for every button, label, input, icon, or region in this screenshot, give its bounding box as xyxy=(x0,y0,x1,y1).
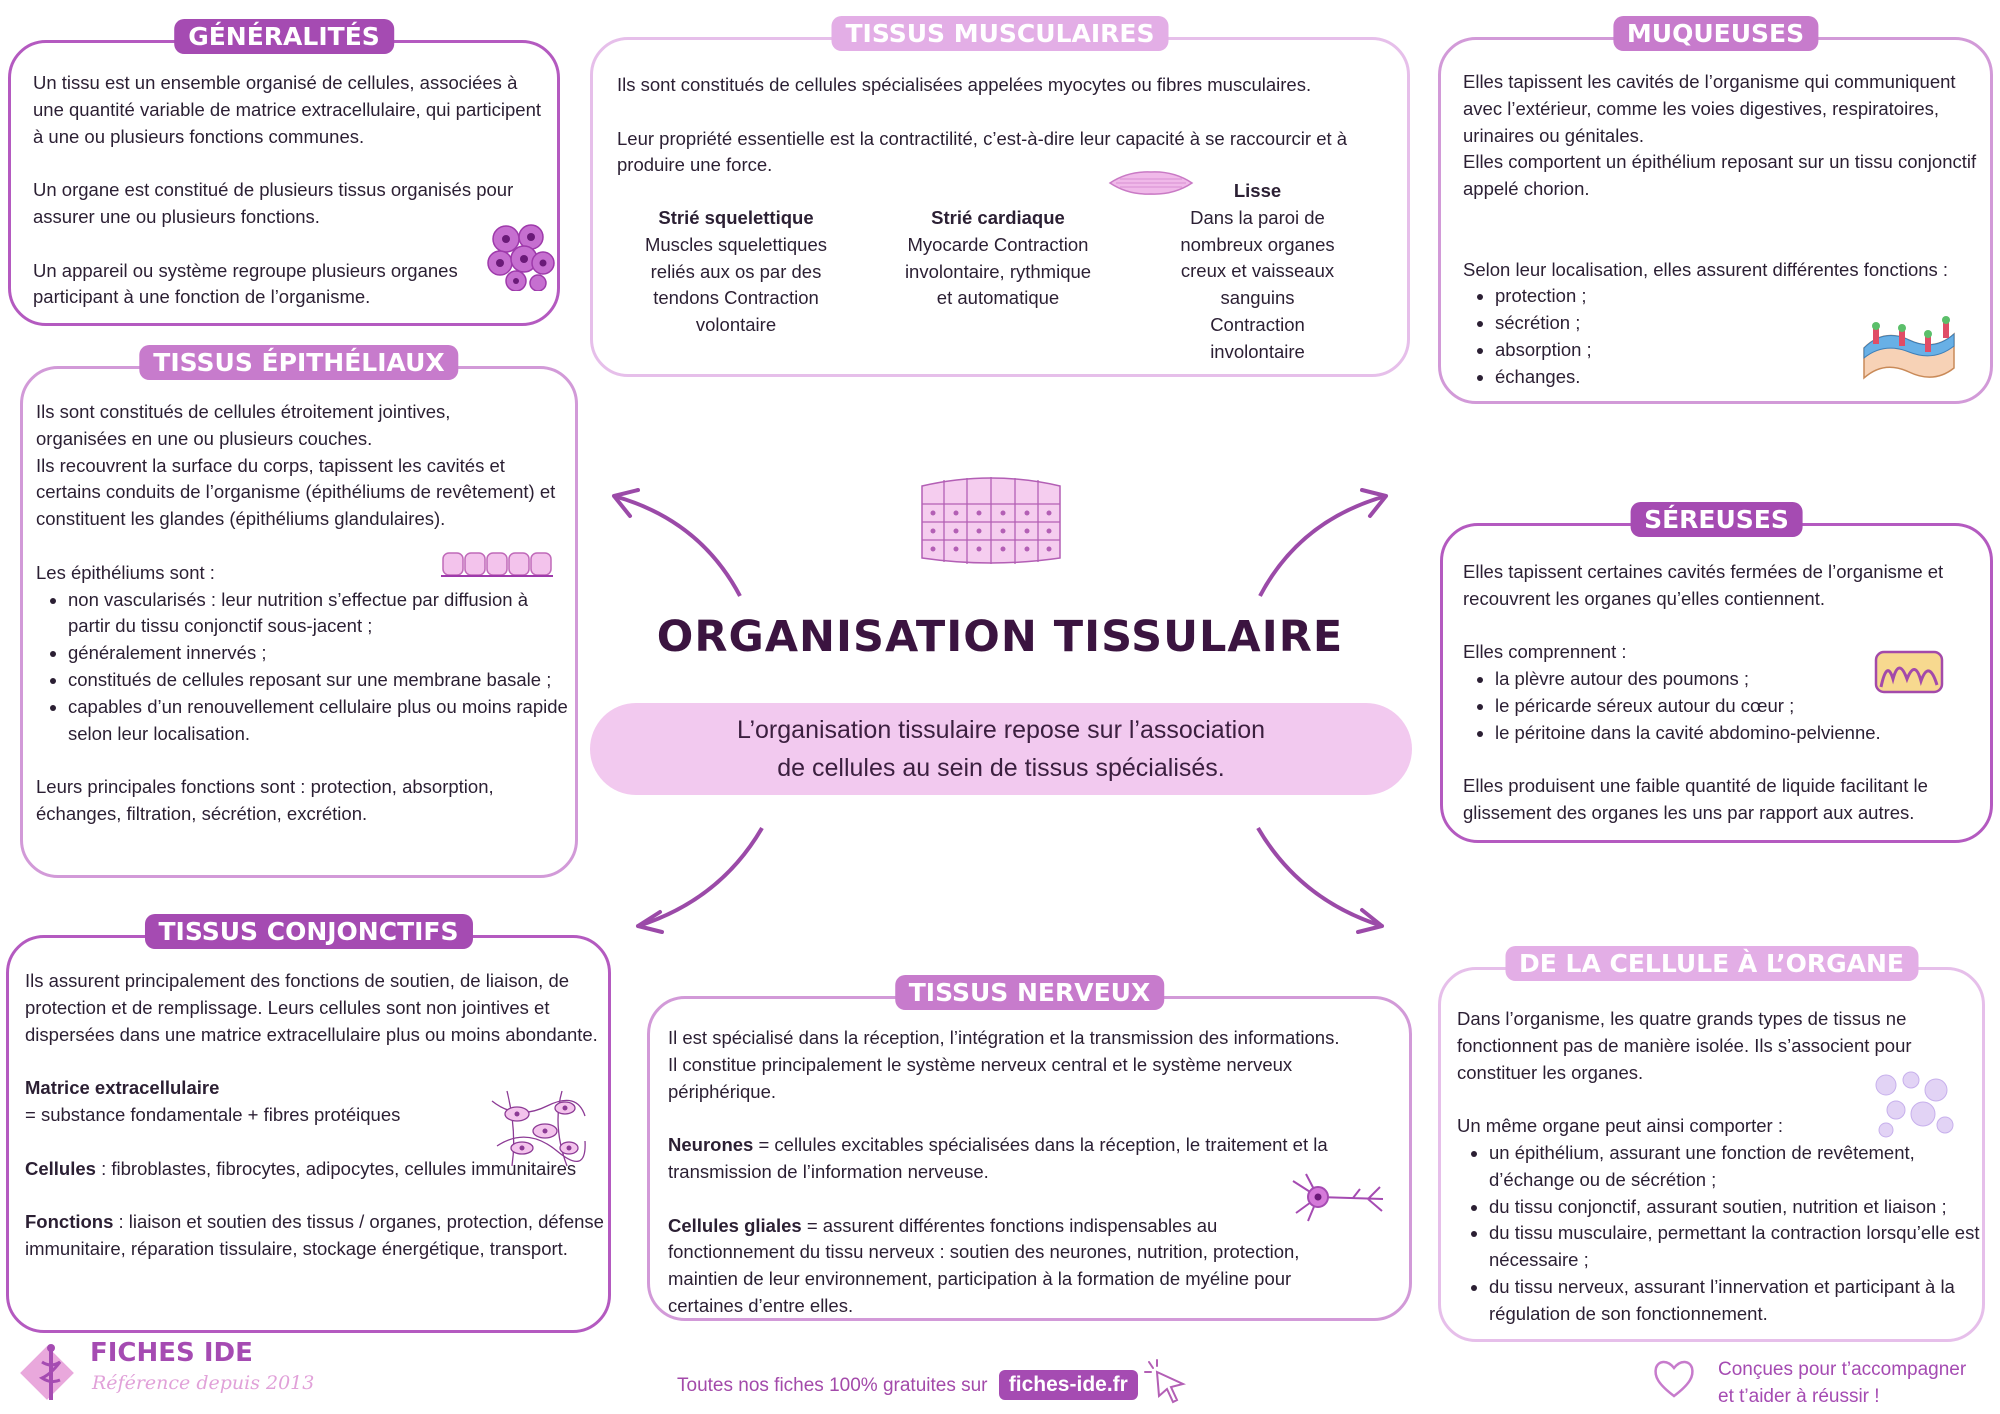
tag-musculaires: TISSUS MUSCULAIRES xyxy=(831,16,1169,51)
nerveux-neurones-label: Neurones xyxy=(668,1134,754,1156)
cellule-organe-item: du tissu nerveux, assurant l’innervation… xyxy=(1489,1274,1982,1328)
tag-nerveux: TISSUS NERVEUX xyxy=(894,975,1165,1010)
subtitle-pill: L’organisation tissulaire repose sur l’a… xyxy=(590,703,1412,795)
card-cellule-organe: DE LA CELLULE À L’ORGANE Dans l’organism… xyxy=(1438,946,1985,1342)
connective-tissue-icon xyxy=(491,1090,586,1167)
card-nerveux: TISSUS NERVEUX Il est spécialisé dans la… xyxy=(647,975,1412,1321)
arrow-up-left-icon xyxy=(612,488,742,597)
musculaires-p1: Ils sont constitués de cellules spéciali… xyxy=(617,74,1312,95)
cellule-organe-p2: Un même organe peut ainsi comporter : xyxy=(1457,1115,1783,1137)
conjonctifs-matrice-label: Matrice extracellulaire xyxy=(25,1077,220,1099)
nerveux-p2: Il constitue principalement le système n… xyxy=(668,1053,1293,1102)
tissue-block-icon xyxy=(921,477,1061,564)
card-muqueuses: MUQUEUSES Elles tapissent les cavités de… xyxy=(1438,16,1993,404)
nerveux-p1: Il est spécialisé dans la réception, l’i… xyxy=(668,1027,1340,1048)
tag-epitheliaux: TISSUS ÉPITHÉLIAUX xyxy=(139,345,459,380)
cursor-click-icon xyxy=(1144,1359,1186,1404)
musculaires-col2-head: Strié cardiaque xyxy=(931,207,1065,228)
card-musculaires: TISSUS MUSCULAIRES Ils sont constitués d… xyxy=(590,16,1410,377)
tag-generalites: GÉNÉRALITÉS xyxy=(174,19,394,54)
fiches-ide-logo-icon xyxy=(20,1344,74,1400)
conjonctifs-fonctions: Fonctions : liaison et soutien des tissu… xyxy=(25,1209,610,1263)
subtitle-line-1: L’organisation tissulaire repose sur l’a… xyxy=(736,716,1266,744)
nerveux-neurones: Neurones = cellules excitables spécialis… xyxy=(668,1132,1403,1186)
musculaires-col1-head: Strié squelettique xyxy=(658,207,814,228)
nerveux-gliales: Cellules gliales = assurent différentes … xyxy=(668,1213,1348,1320)
cells-cluster-icon xyxy=(487,224,555,291)
muqueuses-p1: Elles tapissent les cavités de l’organis… xyxy=(1463,71,1956,146)
card-sereuses: SÉREUSES Elles tapissent certaines cavit… xyxy=(1440,502,1993,843)
footer-brand: FICHES IDE xyxy=(90,1338,253,1368)
arrow-down-left-icon xyxy=(636,826,764,934)
musculaires-col3-head: Lisse xyxy=(1233,180,1282,201)
conjonctifs-cellules-text: : fibroblastes, fibrocytes, adipocytes, … xyxy=(95,1157,577,1179)
serous-membrane-icon xyxy=(1874,650,1944,694)
muqueuses-item: protection ; xyxy=(1495,283,1983,310)
conjonctifs-matrice-text: = substance fondamentale + fibres protéi… xyxy=(25,1103,401,1125)
cellule-organe-p1: Dans l’organisme, les quatre grands type… xyxy=(1457,1008,1912,1083)
conjonctifs-cellules: Cellules : fibroblastes, fibrocytes, adi… xyxy=(25,1156,610,1183)
neuron-icon xyxy=(1292,1173,1384,1222)
footer-link: Toutes nos fiches 100% gratuites sur fic… xyxy=(677,1370,1138,1400)
footer-link-text: Toutes nos fiches 100% gratuites sur xyxy=(677,1375,988,1396)
nerveux-gliales-text: = assurent différentes fonctions indispe… xyxy=(668,1214,1300,1316)
subtitle-line-2: de cellules au sein de tissus spécialisé… xyxy=(777,754,1225,782)
epitheliaux-p1: Ils sont constitués de cellules étroitem… xyxy=(36,401,451,449)
musculaires-p2: Leur propriété essentielle est la contra… xyxy=(617,127,1348,176)
arrow-down-right-icon xyxy=(1256,826,1384,934)
cellule-organe-item: un épithélium, assurant une fonction de … xyxy=(1489,1140,1982,1194)
sereuses-item: la plèvre autour des poumons ; xyxy=(1495,666,1983,693)
sereuses-p2: Elles comprennent : xyxy=(1463,641,1627,663)
footer-right-text: Conçues pour t’accompagner et t’aider à … xyxy=(1718,1356,1966,1410)
conjonctifs-fonctions-text: : liaison et soutien des tissus / organe… xyxy=(25,1211,604,1259)
tag-conjonctifs: TISSUS CONJONCTIFS xyxy=(144,914,473,949)
card-epitheliaux: TISSUS ÉPITHÉLIAUX Ils sont constitués d… xyxy=(20,345,578,878)
muqueuses-item: échanges. xyxy=(1495,364,1983,391)
cell-cluster-faint-icon xyxy=(1875,1071,1954,1138)
tag-muqueuses: MUQUEUSES xyxy=(1612,16,1819,51)
muqueuses-item: sécrétion ; xyxy=(1495,310,1983,337)
conjonctifs-cellules-label: Cellules xyxy=(25,1157,96,1179)
generalites-p1: Un tissu est un ensemble organisé de cel… xyxy=(33,72,542,147)
epitheliaux-item: capables d’un renouvellement cellulaire … xyxy=(68,694,571,748)
musculaires-col1-body: Muscles squelettiques reliés aux os par … xyxy=(644,233,827,336)
epitheliaux-item: généralement innervés ; xyxy=(68,640,571,667)
epitheliaux-item: non vascularisés : leur nutrition s’effe… xyxy=(68,587,571,641)
cellule-organe-item: du tissu conjonctif, assurant soutien, n… xyxy=(1489,1194,1982,1221)
mucosa-layer-icon xyxy=(1863,316,1955,380)
epitheliaux-p4: Leurs principales fonctions sont : prote… xyxy=(36,776,494,824)
muqueuses-item: absorption ; xyxy=(1495,337,1983,364)
epitheliaux-p3: Les épithéliums sont : xyxy=(36,561,215,583)
card-conjonctifs: TISSUS CONJONCTIFS Ils assurent principa… xyxy=(6,914,611,1333)
muqueuses-p2: Elles comportent un épithélium reposant … xyxy=(1463,151,1977,200)
musculaires-col2-body: Myocarde Contraction involontaire, rythm… xyxy=(904,233,1092,309)
sereuses-p3: Elles produisent une faible quantité de … xyxy=(1463,775,1928,824)
page-title: ORGANISATION TISSULAIRE xyxy=(656,612,1344,662)
epitheliaux-p2: Ils recouvrent la surface du corps, tapi… xyxy=(36,454,556,530)
footer-site-link[interactable]: fiches-ide.fr xyxy=(998,1370,1138,1400)
cellule-organe-item: du tissu musculaire, permettant la contr… xyxy=(1489,1220,1982,1274)
footer-tagline: Référence depuis 2013 xyxy=(92,1372,315,1394)
muscle-fiber-icon xyxy=(1108,171,1194,195)
tag-cellule-organe: DE LA CELLULE À L’ORGANE xyxy=(1504,946,1919,981)
nerveux-gliales-label: Cellules gliales xyxy=(668,1214,802,1236)
card-generalites: GÉNÉRALITÉS Un tissu est un ensemble org… xyxy=(8,19,560,326)
epitheliaux-item: constitués de cellules reposant sur une … xyxy=(68,667,571,694)
arrow-up-right-icon xyxy=(1258,488,1388,597)
sereuses-p1: Elles tapissent certaines cavités fermée… xyxy=(1463,561,1944,609)
conjonctifs-p1: Ils assurent principalement des fonction… xyxy=(25,970,598,1045)
sereuses-item: le péritoine dans la cavité abdomino-pel… xyxy=(1495,720,1983,747)
tag-sereuses: SÉREUSES xyxy=(1630,502,1803,537)
footer-right-line1: Conçues pour t’accompagner xyxy=(1718,1359,1967,1380)
conjonctifs-fonctions-label: Fonctions xyxy=(25,1211,114,1233)
muqueuses-p3: Selon leur localisation, elles assurent … xyxy=(1463,258,1949,280)
generalites-p3: Un appareil ou système regroupe plusieur… xyxy=(33,259,458,308)
sereuses-item: le péricarde séreux autour du cœur ; xyxy=(1495,693,1983,720)
heart-icon xyxy=(1654,1360,1694,1398)
nerveux-neurones-text: = cellules excitables spécialisées dans … xyxy=(668,1134,1328,1182)
generalites-p2: Un organe est constitué de plusieurs tis… xyxy=(33,179,514,227)
epithelium-cells-icon xyxy=(441,552,553,577)
musculaires-col3-body: Dans la paroi de nombreux organes creux … xyxy=(1180,206,1335,362)
footer-right-line2: et t’aider à réussir ! xyxy=(1718,1386,1880,1407)
